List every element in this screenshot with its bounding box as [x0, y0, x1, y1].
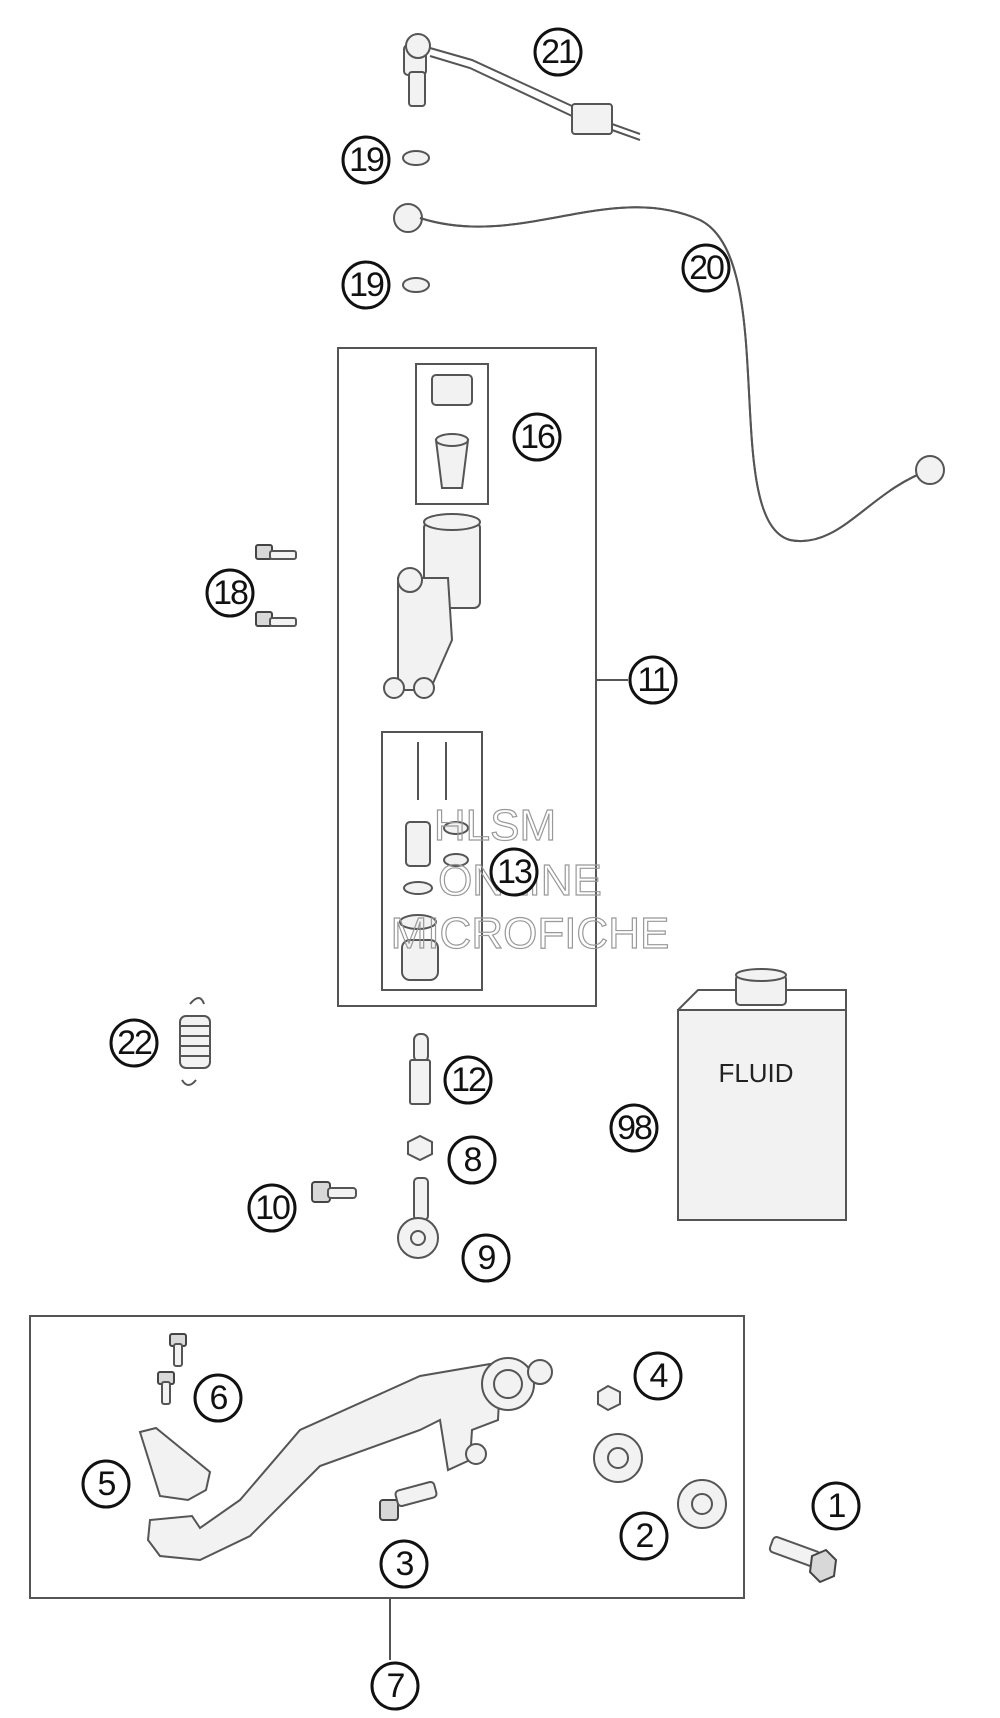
callout-22: 22: [109, 1018, 159, 1068]
callout-11: 11: [628, 655, 678, 705]
callout-label: 22: [117, 1024, 152, 1062]
fork-head-drawing: [397, 1177, 439, 1259]
watermark-line-1: HLSM: [434, 801, 556, 850]
callout-label: 9: [478, 1239, 496, 1277]
bearings-drawing: [593, 1433, 727, 1529]
callout-label: 19: [349, 141, 384, 179]
callout-label: 1: [828, 1487, 846, 1525]
callout-label: 2: [636, 1517, 654, 1555]
callout-5: 5: [81, 1459, 131, 1509]
callout-label: 21: [541, 33, 576, 71]
push-rod-drawing: [409, 1033, 431, 1105]
brake-step-drawing: [138, 1426, 212, 1502]
callout-2: 2: [619, 1511, 669, 1561]
return-spring-drawing: [179, 997, 211, 1086]
callout-21: 21: [533, 27, 583, 77]
callout-19-lower: 19: [341, 260, 391, 310]
lever-nut-drawing: [597, 1384, 621, 1412]
callout-20: 20: [681, 243, 731, 293]
brake-light-switch-drawing: [403, 33, 641, 141]
callout-label: 19: [349, 266, 384, 304]
nut-drawing: [407, 1134, 433, 1162]
seal-ring-upper-drawing: [402, 150, 430, 166]
callout-label: 20: [689, 249, 724, 287]
pin-drawing: [379, 1480, 438, 1521]
callout-label: 4: [650, 1357, 668, 1395]
callout-label: 16: [520, 418, 555, 456]
callout-label: 98: [617, 1109, 652, 1147]
seal-ring-lower-drawing: [402, 277, 430, 293]
callout-3: 3: [379, 1539, 429, 1589]
callout-label: 13: [497, 853, 532, 891]
callout-16: 16: [512, 412, 562, 462]
foot-brake-cylinder-box: [337, 347, 597, 1007]
callout-label: 8: [464, 1141, 482, 1179]
callout-4: 4: [633, 1351, 683, 1401]
callout-label: 6: [210, 1379, 228, 1417]
step-screws-drawing: [157, 1333, 187, 1405]
callout-label: 12: [451, 1061, 486, 1099]
callout-7: 7: [370, 1661, 420, 1711]
mounting-screws-drawing: [255, 544, 297, 627]
callout-8: 8: [447, 1135, 497, 1185]
pivot-bolt-drawing: [768, 1536, 838, 1584]
watermark: HLSM ONLINE MICROFICHE: [390, 800, 670, 958]
brake-line-drawing: [393, 203, 945, 543]
callout-label: 5: [98, 1465, 116, 1503]
watermark-line-3: MICROFICHE: [391, 909, 670, 958]
callout-12: 12: [443, 1055, 493, 1105]
callout-label: 18: [213, 574, 248, 612]
callout-10: 10: [247, 1183, 297, 1233]
bolt-drawing: [311, 1181, 357, 1203]
callout-1: 1: [811, 1481, 861, 1531]
callout-label: 7: [387, 1667, 405, 1705]
callout-19-upper: 19: [341, 135, 391, 185]
callout-label: 10: [255, 1189, 290, 1227]
callout-13: 13: [489, 847, 539, 897]
callout-label: 11: [637, 661, 669, 699]
foot-brake-lever-box: [29, 1315, 745, 1599]
callout-6: 6: [193, 1373, 243, 1423]
reservoir-cap-drawing: [415, 363, 489, 505]
callout-18: 18: [205, 568, 255, 618]
callout-label: 3: [396, 1545, 414, 1583]
callout-9: 9: [461, 1233, 511, 1283]
brake-lever-drawing: [146, 1357, 553, 1562]
cylinder-body-drawing: [383, 513, 481, 699]
fluid-label: FLUID: [718, 1058, 793, 1088]
callout-98: 98: [609, 1103, 659, 1153]
fluid-bottle-drawing: FLUID: [677, 968, 847, 1221]
repair-kit-drawing: [381, 731, 483, 991]
